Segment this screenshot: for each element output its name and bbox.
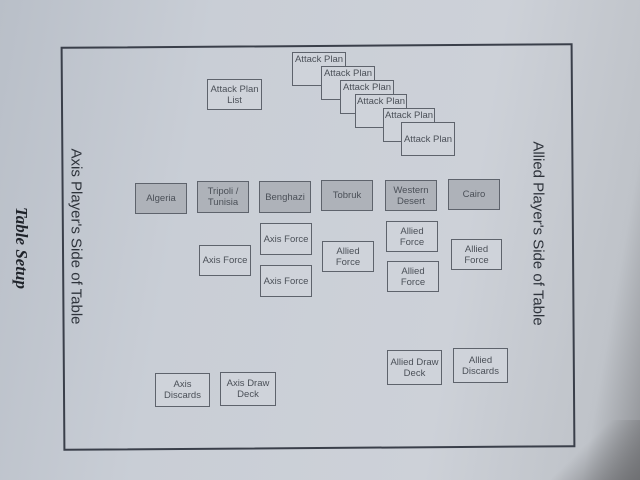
axis-side-label: Axis Player's Side of Table (67, 148, 85, 325)
axis-force-box: Axis Force (260, 223, 312, 255)
page-shadow (550, 420, 640, 480)
region-cairo: Cairo (448, 179, 500, 210)
region-tripoli-tunisia: Tripoli / Tunisia (197, 181, 249, 213)
axis-discards-box: Axis Discards (155, 373, 210, 407)
allied-force-box: Allied Force (322, 241, 374, 272)
axis-draw-deck-box: Axis Draw Deck (220, 372, 276, 406)
allied-force-box: Allied Force (451, 239, 502, 270)
region-algeria: Algeria (135, 183, 187, 214)
region-western-desert: Western Desert (385, 180, 437, 211)
allied-draw-deck-box: Allied Draw Deck (387, 350, 442, 385)
axis-force-box: Axis Force (199, 245, 251, 276)
allied-force-box: Allied Force (386, 221, 438, 252)
axis-force-box: Axis Force (260, 265, 312, 297)
page-title: Table Setup (12, 206, 32, 290)
allied-side-label: Allied Player's Side of Table (529, 141, 547, 326)
allied-force-box: Allied Force (387, 261, 439, 292)
allied-discards-box: Allied Discards (453, 348, 508, 383)
attack-plan-card: Attack Plan (401, 122, 455, 156)
attack-plan-list-box: Attack Plan List (207, 79, 262, 110)
region-tobruk: Tobruk (321, 180, 373, 211)
region-benghazi: Benghazi (259, 181, 311, 213)
